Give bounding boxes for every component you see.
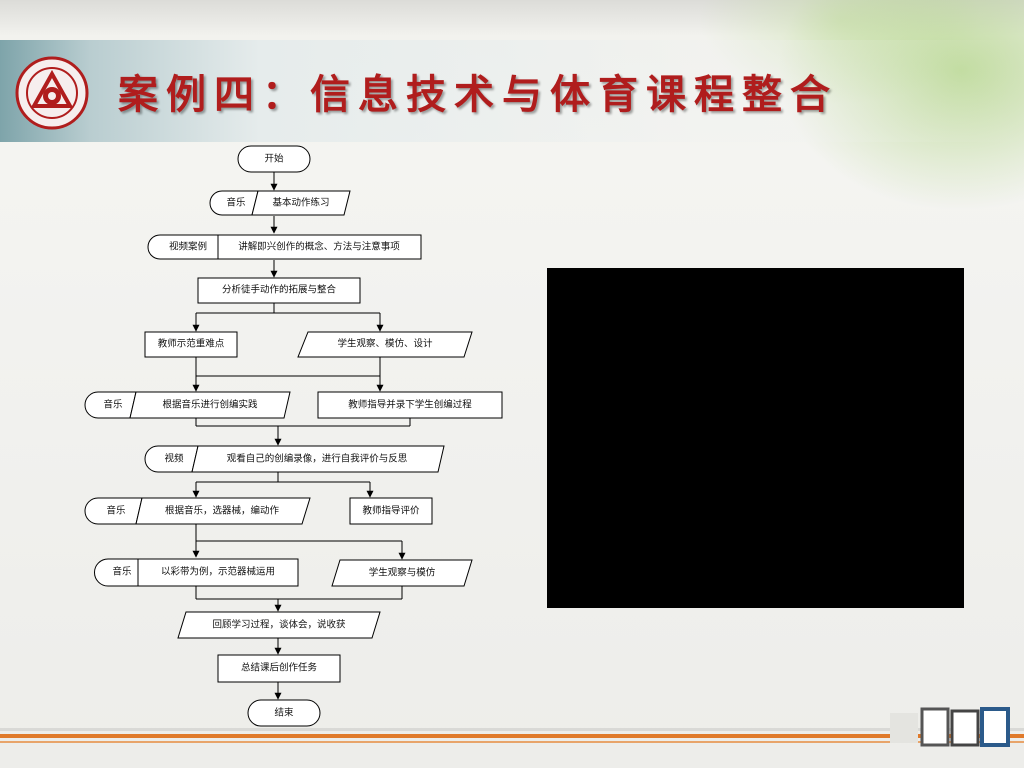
- node-step7-left: [135, 497, 311, 525]
- label-step6-tag: 视频: [164, 453, 184, 465]
- label-start: 开始: [264, 153, 284, 165]
- label-step10: 总结课后创作任务: [241, 662, 318, 674]
- label-step6: 观看自己的创编录像，进行自我评价与反思: [227, 453, 408, 465]
- header-band: [0, 40, 1024, 142]
- node-step6: [191, 445, 445, 473]
- label-step5-right: 教师指导并录下学生创编过程: [348, 399, 472, 411]
- node-step5-left-tag: [84, 391, 137, 419]
- node-step1-tag: [209, 190, 259, 216]
- node-step8-right: [331, 559, 473, 587]
- label-step9: 回顾学习过程，谈体会，说收获: [212, 619, 346, 631]
- corner-squares-decoration: [890, 707, 1010, 747]
- label-step8-right: 学生观察与模仿: [369, 567, 436, 579]
- node-step8-left: [137, 558, 299, 587]
- node-step9: [177, 611, 381, 639]
- label-step1: 基本动作练习: [272, 197, 329, 209]
- node-end: [247, 699, 321, 727]
- label-step8-left: 以彩带为例，示范器械运用: [161, 566, 275, 578]
- slide-title: 案例四：信息技术与体育课程整合: [118, 71, 838, 118]
- node-step2-tag: [147, 234, 219, 260]
- node-step8-left-tag: [94, 558, 139, 587]
- label-step2-tag: 视频案例: [169, 241, 207, 253]
- label-step3: 分析徒手动作的拓展与整合: [222, 284, 337, 296]
- label-step8-left-tag: 音乐: [112, 566, 132, 578]
- node-start: [237, 145, 311, 173]
- node-step5-left: [129, 391, 291, 419]
- node-step4-right: [297, 331, 473, 358]
- school-seal-logo: [15, 56, 89, 130]
- video-placeholder[interactable]: [547, 268, 964, 608]
- label-step2: 讲解即兴创作的概念、方法与注意事项: [238, 241, 400, 253]
- label-step4-right: 学生观察、模仿、设计: [337, 338, 433, 350]
- label-end: 结束: [274, 707, 294, 719]
- node-step4-left: [144, 331, 238, 358]
- node-step6-tag: [144, 445, 199, 473]
- node-step2: [217, 234, 422, 260]
- node-step1: [251, 190, 351, 216]
- node-step7-right: [349, 497, 433, 525]
- label-step4-left: 教师示范重难点: [158, 338, 225, 350]
- node-step5-right: [317, 391, 503, 419]
- label-step1-tag: 音乐: [226, 197, 246, 209]
- label-step5-left: 根据音乐进行创编实践: [162, 399, 258, 411]
- footer-decoration: [0, 728, 1024, 743]
- node-step7-left-tag: [84, 497, 143, 525]
- label-step7-left-tag: 音乐: [106, 505, 126, 517]
- label-step7-left: 根据音乐，选器械，编动作: [165, 505, 280, 517]
- node-step3: [197, 277, 361, 304]
- node-step10: [217, 654, 341, 683]
- label-step7-right: 教师指导评价: [362, 505, 420, 517]
- label-step5-left-tag: 音乐: [103, 399, 123, 411]
